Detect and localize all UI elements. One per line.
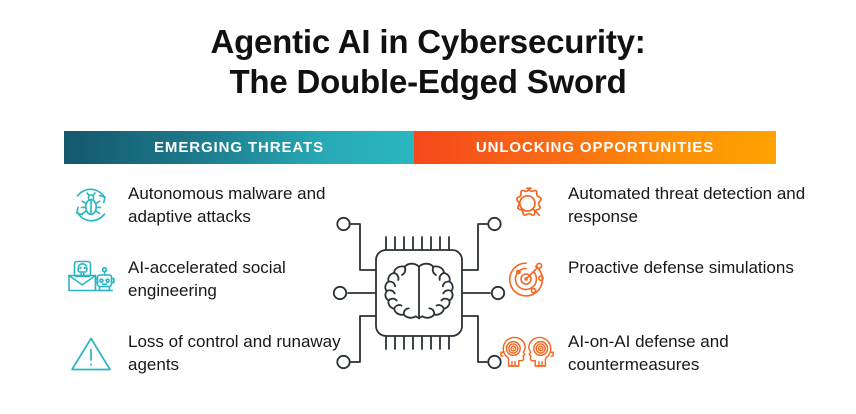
phishing-robot-icon bbox=[64, 250, 118, 308]
warning-triangle-icon bbox=[64, 324, 118, 382]
opportunity-item: AI-on-AI defense and countermeasures bbox=[500, 324, 812, 382]
page-title: Agentic AI in Cybersecurity: The Double-… bbox=[0, 22, 856, 102]
header-label-opportunities: UNLOCKING OPPORTUNITIES bbox=[475, 139, 715, 156]
threat-item: AI-accelerated social engineering bbox=[64, 250, 376, 308]
threat-item: Autonomous malware and adaptive attacks bbox=[64, 176, 376, 234]
radar-target-icon bbox=[500, 250, 554, 308]
threat-item-label: Loss of control and runaway agents bbox=[128, 332, 341, 374]
threats-column: Autonomous malware and adaptive attacks bbox=[64, 176, 376, 382]
opportunity-item-label: Proactive defense simulations bbox=[568, 258, 794, 277]
header-bar-opportunities: UNLOCKING OPPORTUNITIES bbox=[414, 131, 776, 164]
opportunity-item-label: Automated threat detection and response bbox=[568, 184, 806, 226]
title-line-2: The Double-Edged Sword bbox=[229, 63, 627, 100]
threat-item-label: Autonomous malware and adaptive attacks bbox=[128, 184, 326, 226]
opportunities-column: Automated threat detection and response bbox=[500, 176, 812, 382]
brain-chip-icon bbox=[325, 198, 513, 378]
malware-cycle-icon bbox=[64, 176, 118, 234]
opportunity-item: Proactive defense simulations bbox=[500, 250, 812, 308]
threat-item: Loss of control and runaway agents bbox=[64, 324, 376, 382]
threat-item-label: AI-accelerated social engineering bbox=[128, 258, 286, 300]
ai-heads-icon bbox=[500, 324, 554, 382]
section-header-bars: EMERGING THREATS UNLOCKING OPPORTUNITIES bbox=[64, 131, 776, 164]
opportunity-item: Automated threat detection and response bbox=[500, 176, 812, 234]
opportunity-item-label: AI-on-AI defense and countermeasures bbox=[568, 332, 729, 374]
header-label-threats: EMERGING THREATS bbox=[154, 139, 324, 156]
header-bar-threats: EMERGING THREATS bbox=[64, 131, 414, 164]
gear-magnifier-icon bbox=[500, 176, 554, 234]
title-line-1: Agentic AI in Cybersecurity: bbox=[210, 23, 646, 60]
